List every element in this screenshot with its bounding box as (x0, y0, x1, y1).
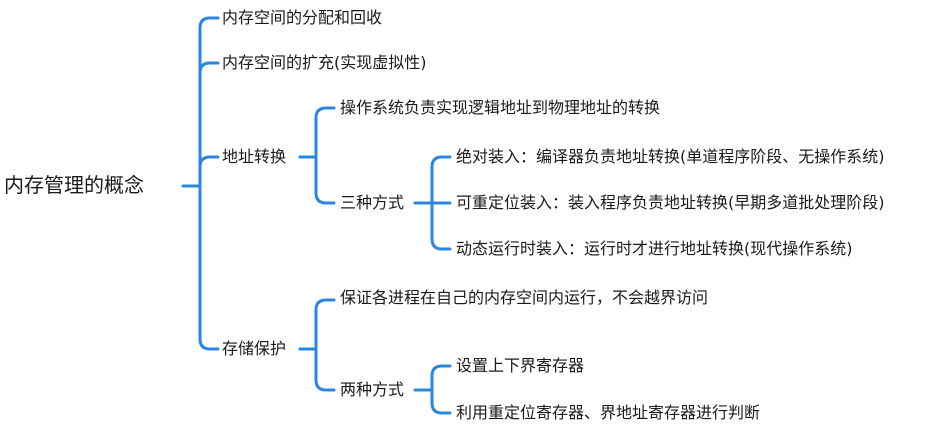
protect-methods-bracket-branch-0 (430, 364, 452, 392)
addr-bracket-branch-1 (314, 155, 336, 205)
node-protect-desc: 保证各进程在自己的内存空间内运行，不会越界访问 (340, 288, 709, 307)
node-dynamic-load: 动态运行时装入：运行时才进行地址转换(现代操作系统) (456, 239, 853, 258)
root-bracket-branch-1 (198, 61, 220, 188)
node-addr-methods: 三种方式 (340, 193, 405, 212)
protect-bracket-branch-1 (314, 347, 336, 392)
root-node: 内存管理的概念 (4, 173, 144, 197)
node-protect: 存储保护 (222, 339, 287, 358)
addr-methods-bracket-branch-0 (430, 155, 452, 205)
addr-bracket-branch-0 (314, 106, 336, 159)
node-alloc: 内存空间的分配和回收 (222, 8, 383, 27)
node-bounds-register: 设置上下界寄存器 (456, 356, 585, 375)
node-expand: 内存空间的扩充(实现虚拟性) (222, 53, 427, 72)
protect-bracket-branch-0 (314, 298, 336, 351)
node-addr-desc: 操作系统负责实现逻辑地址到物理地址的转换 (340, 98, 661, 117)
root-bracket-branch-0 (198, 16, 220, 188)
node-absolute-load: 绝对装入：编译器负责地址转换(单道程序阶段、无操作系统) (456, 147, 885, 166)
root-bracket-branch-2 (198, 155, 220, 188)
node-addr: 地址转换 (222, 147, 287, 166)
protect-methods-bracket-branch-1 (430, 388, 452, 415)
node-relocation-register: 利用重定位寄存器、界地址寄存器进行判断 (456, 403, 761, 422)
node-protect-methods: 两种方式 (340, 380, 405, 399)
root-bracket-branch-3 (198, 184, 220, 351)
addr-methods-bracket-branch-2 (430, 201, 452, 251)
node-relocatable-load: 可重定位装入：装入程序负责地址转换(早期多道批处理阶段) (456, 193, 885, 212)
